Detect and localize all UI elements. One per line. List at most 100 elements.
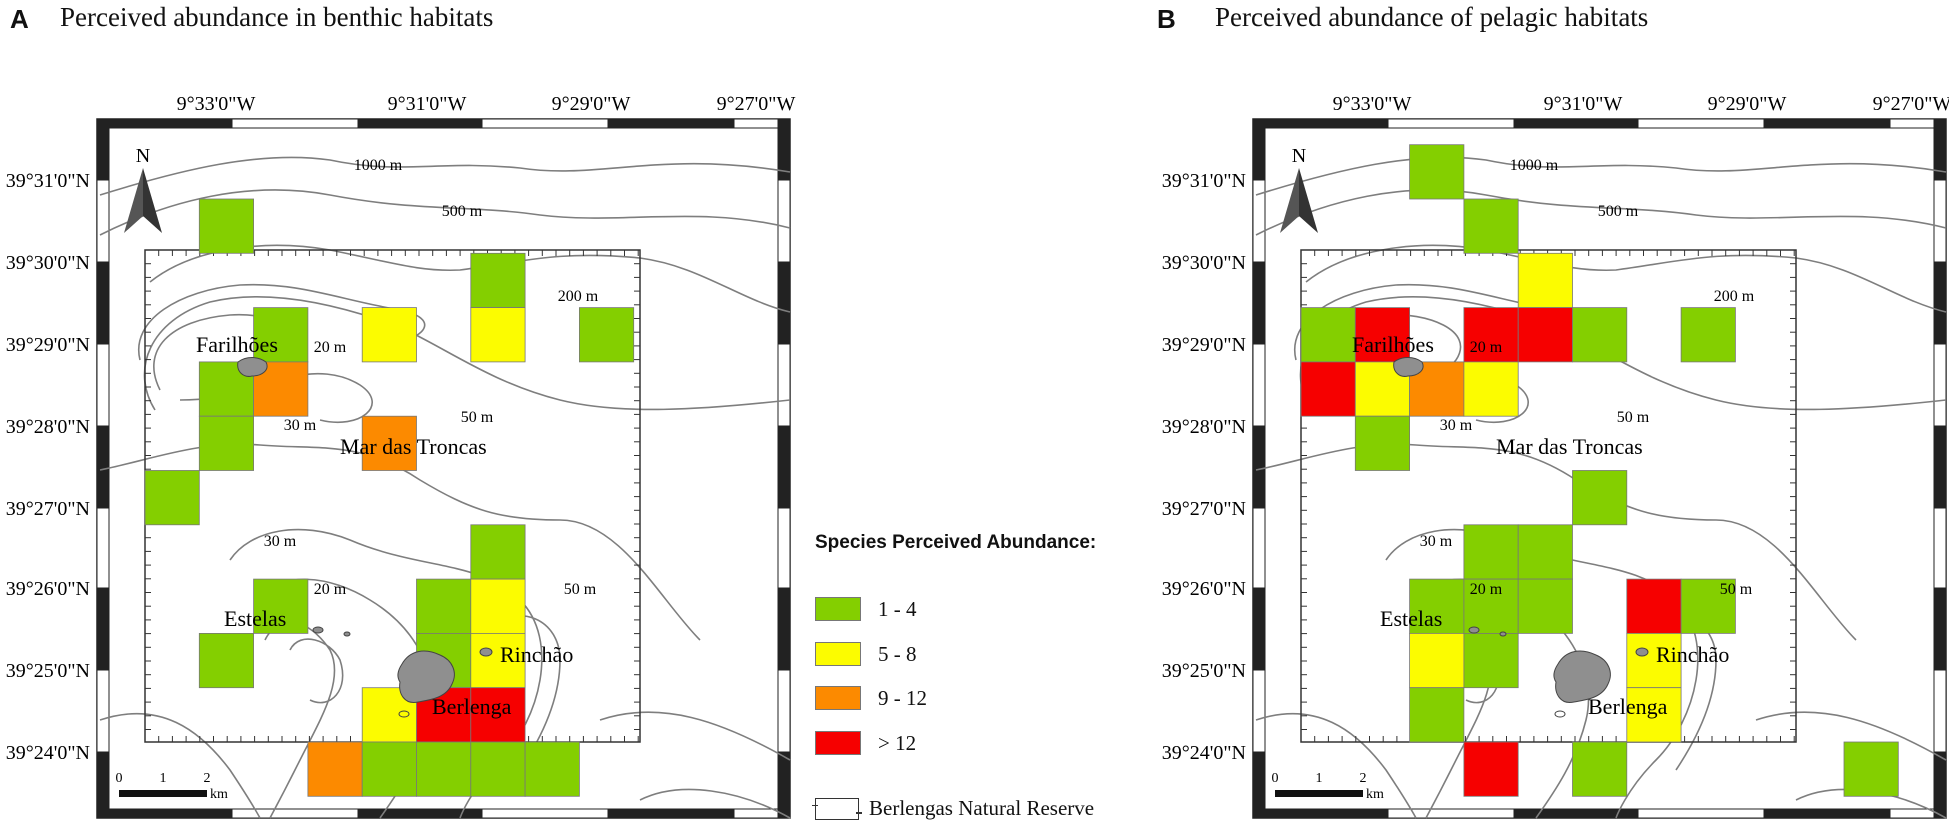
abundance-cell: [416, 578, 472, 634]
neatline-segment: [1933, 425, 1947, 509]
depth-contour: [1755, 711, 1947, 761]
abundance-cell: [1463, 307, 1519, 363]
legend-swatch-red: [815, 731, 861, 755]
abundance-cell: [1463, 361, 1519, 417]
abundance-grid: [144, 198, 635, 797]
legend-label: 5 - 8: [878, 641, 917, 666]
neatline-segment: [231, 118, 359, 129]
depth-label: 30 m: [1420, 533, 1453, 550]
reserve-boundary: [1300, 249, 1797, 743]
islet-outline: [1554, 710, 1566, 718]
place-label-estelas: Estelas: [224, 606, 286, 631]
abundance-cell: [361, 415, 417, 471]
neatline-segment: [777, 507, 791, 589]
north-label: N: [1292, 145, 1306, 167]
depth-label: 50 m: [461, 409, 494, 426]
abundance-cell: [253, 578, 309, 634]
abundance-cell: [1409, 144, 1465, 200]
neatline-segment: [1933, 587, 1947, 671]
neatline-segment: [96, 261, 110, 345]
panel-a-letter: A: [10, 4, 29, 34]
latitude-label: 39°27'0"N: [1162, 498, 1246, 520]
scale-tick: 2: [1360, 771, 1367, 786]
latitude-label: 39°31'0"N: [6, 170, 90, 192]
abundance-cell: [1463, 578, 1519, 634]
depth-label: 50 m: [1617, 409, 1650, 426]
abundance-cell: [361, 307, 417, 363]
latitude-label: 39°30'0"N: [1162, 252, 1246, 274]
reserve-legend-label: Berlengas Natural Reserve: [869, 796, 1095, 820]
neatline-segment: [1252, 261, 1266, 345]
neatline-segment: [1933, 507, 1947, 589]
depth-label: 20 m: [1470, 581, 1503, 598]
neatline-segment: [1252, 118, 1266, 181]
depth-label: 1000 m: [1510, 157, 1559, 174]
depth-label: 1000 m: [354, 157, 403, 174]
abundance-cell: [1463, 633, 1519, 689]
longitude-label: 9°31'0"W: [1544, 93, 1623, 115]
place-label-estelas: Estelas: [1380, 606, 1442, 631]
abundance-cell: [1680, 307, 1736, 363]
depth-label: 30 m: [1440, 417, 1473, 434]
legend-title: Species Perceived Abundance:: [815, 532, 1097, 553]
abundance-cell: [1517, 307, 1573, 363]
depth-label: 500 m: [1598, 203, 1639, 220]
abundance-cell: [1463, 524, 1519, 580]
place-label-mar-das-troncas: Mar das Troncas: [340, 434, 487, 459]
depth-label: 200 m: [558, 288, 599, 305]
neatline-segment: [1763, 808, 1891, 819]
latitude-label: 39°28'0"N: [6, 416, 90, 438]
latitude-label: 39°28'0"N: [1162, 416, 1246, 438]
abundance-cell: [1572, 307, 1628, 363]
abundance-cell: [144, 470, 200, 526]
depth-contour: [1305, 244, 1947, 313]
neatline-segment: [96, 118, 233, 129]
neatline-segment: [1933, 751, 1947, 819]
legend-label: 1 - 4: [878, 596, 917, 621]
latitude-label: 39°26'0"N: [6, 578, 90, 600]
neatline-segment: [607, 808, 735, 819]
place-label-farilhoes: Farilhões: [1352, 332, 1434, 357]
legend-item-5-8: 5 - 8: [815, 640, 917, 668]
neatline-segment: [96, 343, 110, 427]
legend-label: > 12: [878, 730, 917, 755]
abundance-cell: [198, 415, 255, 471]
place-label-farilhoes: Farilhões: [196, 332, 278, 357]
abundance-cell: [1572, 741, 1628, 797]
neatline-segment: [96, 587, 110, 671]
abundance-cell: [470, 687, 526, 743]
neatline-segment: [777, 587, 791, 671]
latitude-label: 39°25'0"N: [1162, 660, 1246, 682]
depth-label: 20 m: [314, 339, 347, 356]
estelas-islet: [343, 631, 351, 637]
abundance-cell: [524, 741, 580, 797]
depth-contour: [1255, 712, 1417, 819]
depth-label: 30 m: [284, 417, 317, 434]
rinchao-islet: [1635, 647, 1649, 657]
north-label: N: [136, 145, 150, 167]
depth-contour: [1255, 156, 1947, 196]
scale-tick: 0: [116, 771, 123, 786]
islet-outline: [398, 710, 410, 718]
reserve-legend: Berlengas Natural Reserve: [812, 796, 1095, 821]
depth-label: 20 m: [1470, 339, 1503, 356]
abundance-cell: [198, 633, 255, 689]
neatline-segment: [1252, 669, 1266, 753]
legend-swatch-orange: [815, 686, 861, 710]
scale-tick: 1: [160, 771, 167, 786]
latitude-label: 39°26'0"N: [1162, 578, 1246, 600]
longitude-label: 9°29'0"W: [552, 93, 631, 115]
abundance-cell: [253, 307, 309, 363]
abundance-cell: [470, 741, 526, 797]
place-label-rinchao: Rinchão: [500, 642, 573, 667]
neatline-segment: [1933, 669, 1947, 753]
legend-item-over-12: > 12: [815, 729, 916, 757]
abundance-cell: [1300, 361, 1356, 417]
neatline-segment: [1252, 751, 1266, 819]
latitude-label: 39°29'0"N: [1162, 334, 1246, 356]
depth-contour: [99, 156, 791, 196]
depth-label: 30 m: [264, 533, 297, 550]
scale-bar: [119, 790, 207, 797]
neatline-segment: [1252, 808, 1389, 819]
legend-label: 9 - 12: [878, 685, 927, 710]
